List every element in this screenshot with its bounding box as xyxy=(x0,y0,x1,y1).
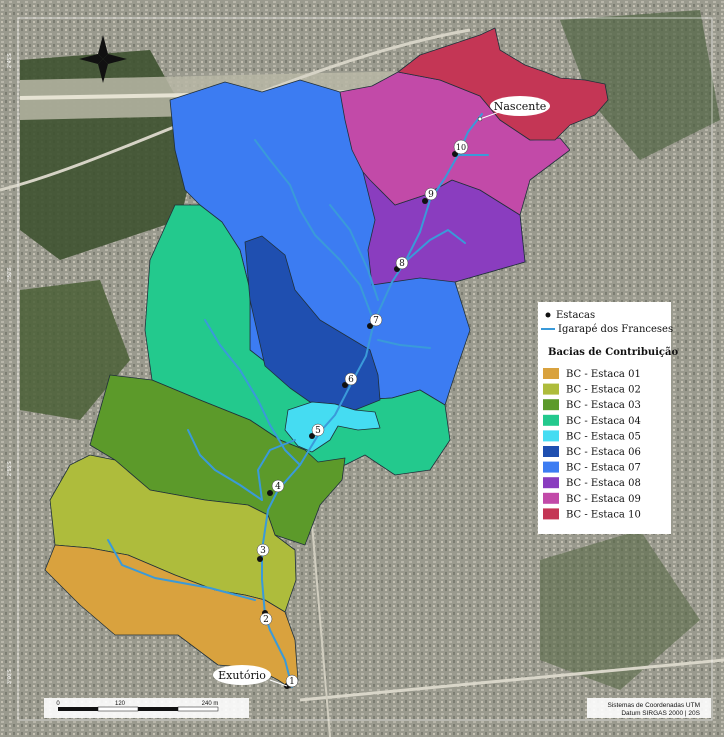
scale-tick-240: 240 m xyxy=(202,701,219,707)
legend-swatch-7 xyxy=(543,461,559,473)
station-1-label: 1 xyxy=(289,677,295,687)
station-5-point[interactable] xyxy=(309,433,315,439)
station-5-label: 5 xyxy=(315,426,321,436)
crs-line-2: Datum SIRGAS 2000 | 20S xyxy=(621,710,700,717)
legend-swatch-9 xyxy=(543,492,559,504)
basin-10 xyxy=(397,27,609,141)
scale-bar-segment xyxy=(58,707,98,711)
station-3-label: 3 xyxy=(260,546,266,556)
station-1-badge xyxy=(285,674,299,688)
station-4-point[interactable] xyxy=(267,490,273,496)
source-point xyxy=(477,116,483,122)
legend-swatch-1 xyxy=(543,368,559,379)
scale-bar-segment xyxy=(177,706,219,712)
legend: Estacas Igarapé dos Franceses Bacias de … xyxy=(538,302,678,534)
source-bubble xyxy=(490,96,550,116)
tributary xyxy=(329,204,379,301)
legend-item-label-4: BC - Estaca 04 xyxy=(566,416,641,427)
main-stream xyxy=(261,113,483,688)
outlet-bubble xyxy=(213,665,271,685)
legend-swatch-6 xyxy=(543,446,559,457)
station-6-point[interactable] xyxy=(342,382,348,388)
legend-item-label-2: BC - Estaca 02 xyxy=(566,385,641,396)
forest-patch xyxy=(540,530,700,690)
grid-label-bottom: 3°00'S xyxy=(7,669,13,684)
station-7-point[interactable] xyxy=(367,323,373,329)
outlet-label: Exutório xyxy=(218,669,266,682)
legend-swatch-4 xyxy=(543,414,559,426)
forest-patch xyxy=(20,280,130,420)
crs-line-1: Sistemas de Coordenadas UTM xyxy=(608,702,701,709)
station-3-badge xyxy=(256,543,270,557)
legend-item-label-8: BC - Estaca 08 xyxy=(566,478,641,489)
station-8-badge xyxy=(395,256,409,270)
source-label: Nascente xyxy=(494,100,547,113)
station-2-label: 2 xyxy=(263,615,269,625)
station-9-point[interactable] xyxy=(422,198,428,204)
north-arrow-icon xyxy=(79,35,127,83)
station-9-label: 9 xyxy=(428,190,434,200)
legend-points-label: Estacas xyxy=(556,310,595,321)
road xyxy=(299,658,724,702)
source-callout: Nascente xyxy=(477,96,550,122)
stream-network xyxy=(107,113,489,688)
legend-panel xyxy=(538,302,671,534)
scale-bar-segment xyxy=(138,707,178,711)
tributary xyxy=(257,439,296,501)
legend-swatch-3 xyxy=(543,399,559,411)
tributary xyxy=(404,229,466,263)
scale-bar: 0 120 240 m xyxy=(44,698,249,718)
legend-item-label-1: BC - Estaca 01 xyxy=(566,369,641,380)
outlet-leader xyxy=(269,679,288,687)
road xyxy=(309,499,331,737)
grid-label-top: 2°45'S xyxy=(7,53,13,68)
scale-tick-120: 120 xyxy=(115,701,126,707)
legend-swatch-5 xyxy=(543,430,559,442)
legend-swatch-8 xyxy=(543,477,559,489)
station-8-label: 8 xyxy=(399,259,405,269)
station-6-badge xyxy=(344,372,358,386)
legend-stream-label: Igarapé dos Franceses xyxy=(558,324,673,335)
legend-point-symbol xyxy=(545,312,551,318)
legend-item-label-10: BC - Estaca 10 xyxy=(566,509,641,520)
basin-05 xyxy=(284,401,381,453)
station-5-badge xyxy=(311,423,325,437)
station-3-point[interactable] xyxy=(257,556,263,562)
outlet-callout: Exutório xyxy=(213,665,288,687)
station-6-label: 6 xyxy=(348,375,354,385)
legend-item-label-3: BC - Estaca 03 xyxy=(566,400,641,411)
station-4-badge xyxy=(271,479,285,493)
station-7-label: 7 xyxy=(373,316,379,326)
basin-06 xyxy=(244,235,381,411)
legend-swatch-2 xyxy=(543,383,559,395)
station-9-badge xyxy=(424,187,438,201)
stations: 1 2 3 4 5 6 7 8 9 10 xyxy=(256,139,469,689)
legend-basins-title: Bacias de Contribuição xyxy=(548,347,678,358)
station-4-label: 4 xyxy=(275,482,281,492)
basins xyxy=(44,27,609,689)
scale-bar-segment xyxy=(97,706,139,712)
station-2-badge xyxy=(259,612,273,626)
forest-patch xyxy=(560,10,720,160)
tributary xyxy=(204,319,301,466)
legend-item-label-9: BC - Estaca 09 xyxy=(566,494,641,505)
legend-swatch-10 xyxy=(543,508,559,520)
crs-panel xyxy=(587,698,711,718)
tributary xyxy=(107,539,256,601)
legend-item-label-5: BC - Estaca 05 xyxy=(566,431,641,442)
scale-tick-0: 0 xyxy=(56,701,60,707)
grid-label-mid1: 2°50'S xyxy=(7,267,13,282)
tributary xyxy=(377,339,431,349)
crs-note: Sistemas de Coordenadas UTM Datum SIRGAS… xyxy=(587,698,711,718)
tributary xyxy=(187,429,263,501)
tributary xyxy=(254,139,375,323)
station-7-badge xyxy=(369,313,383,327)
station-10-label: 10 xyxy=(456,143,466,152)
grid-label-mid2: 2°55'S xyxy=(7,461,13,476)
station-10-badge xyxy=(453,139,469,155)
map-frame xyxy=(17,17,713,721)
legend-item-label-7: BC - Estaca 07 xyxy=(566,463,641,474)
legend-item-label-6: BC - Estaca 06 xyxy=(566,447,641,458)
